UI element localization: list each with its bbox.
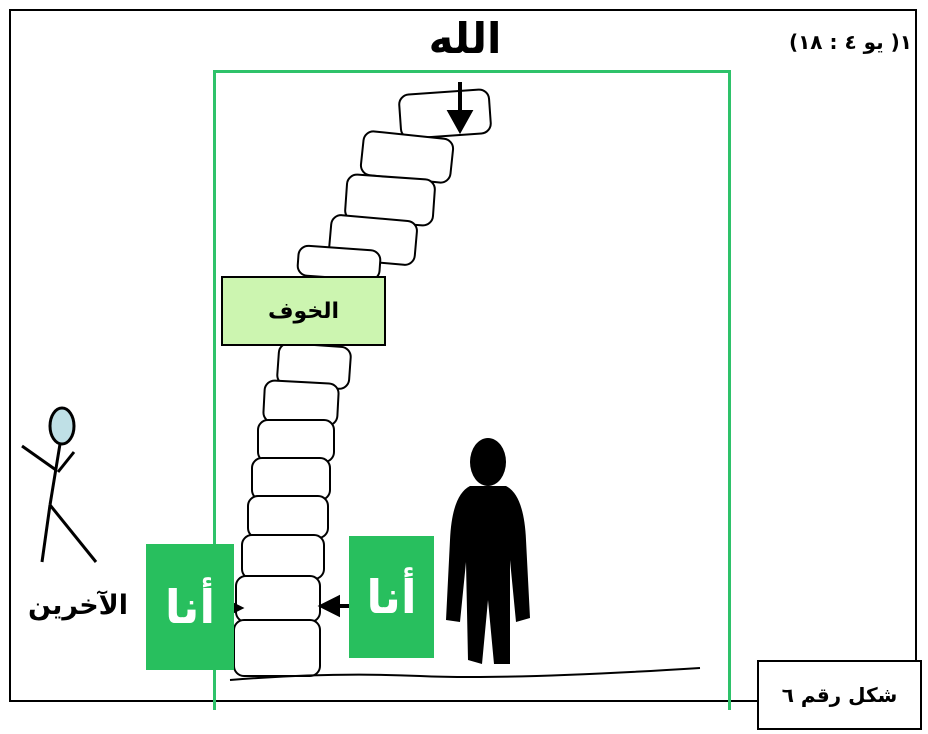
stick-figure [21,406,98,563]
top-title: الله [428,14,502,63]
block-left: أنا [146,544,234,670]
block-right: أنا [349,536,434,658]
fear-label-box: الخوف [221,276,386,346]
figure-number-box: شكل رقم ٦ [757,660,922,730]
block-right-label: أنا [366,570,417,624]
block-left-label: أنا [164,580,216,634]
stone-tower [233,88,492,677]
figure-number: شكل رقم ٦ [781,683,898,707]
outer-frame [9,9,917,702]
others-label: الآخرين [27,590,129,621]
person-silhouette [446,438,530,664]
arrow-down-icon [446,82,474,135]
illustration-frame [213,70,731,710]
fear-label: الخوف [267,298,339,324]
ground-line [229,667,701,681]
bible-reference: ١( يو ٤ : ١٨) [788,30,912,54]
